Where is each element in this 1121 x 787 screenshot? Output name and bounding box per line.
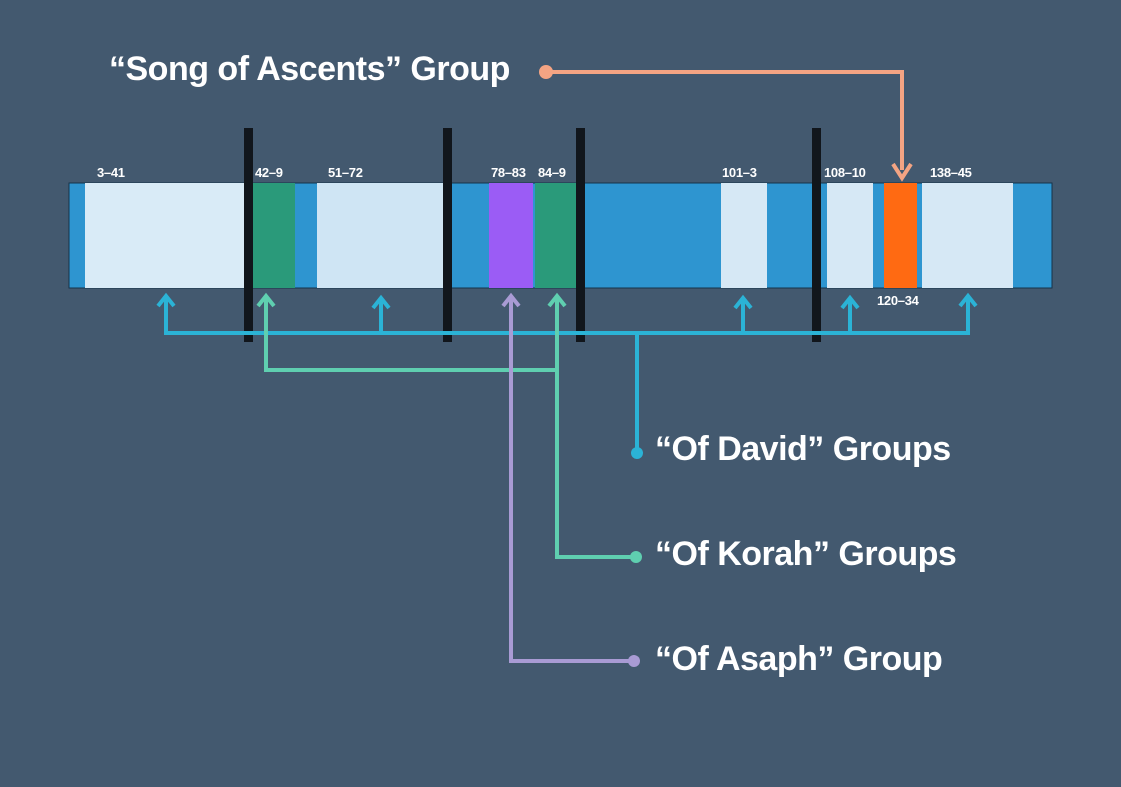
- segment-label-3-41: 3–41: [97, 165, 125, 180]
- segment-51-72: [317, 183, 444, 288]
- segment-label-42-9: 42–9: [255, 165, 283, 180]
- of-asaph-label: “Of Asaph” Group: [655, 640, 943, 678]
- book-divider: [443, 128, 452, 342]
- ascents-connector: [547, 70, 913, 182]
- korah-connector: [256, 292, 636, 559]
- segment-label-108-10: 108–10: [824, 165, 866, 180]
- segment-101-3: [721, 183, 767, 288]
- segment-label-78-83: 78–83: [491, 165, 526, 180]
- david-connector: [156, 292, 978, 453]
- segment-label-138-45: 138–45: [930, 165, 972, 180]
- segment-138-45: [922, 183, 1013, 288]
- korah-dot: [630, 551, 642, 563]
- of-korah-label: “Of Korah” Groups: [655, 535, 957, 573]
- david-dot: [631, 447, 643, 459]
- book-divider: [812, 128, 821, 342]
- ascents-dot: [539, 65, 553, 79]
- segment-84-9: [535, 183, 578, 288]
- segment-108-10: [827, 183, 873, 288]
- segment-3-41: [85, 183, 247, 288]
- of-david-label: “Of David” Groups: [655, 430, 951, 468]
- segment-120-34: [884, 183, 917, 288]
- segment-label-120-34: 120–34: [877, 293, 919, 308]
- song-of-ascents-label: “Song of Ascents” Group: [109, 50, 510, 88]
- segment-label-84-9: 84–9: [538, 165, 566, 180]
- book-divider: [576, 128, 585, 342]
- segment-78-83: [489, 183, 533, 288]
- book-divider: [244, 128, 253, 342]
- asaph-connector: [501, 292, 634, 663]
- asaph-dot: [628, 655, 640, 667]
- segment-label-51-72: 51–72: [328, 165, 363, 180]
- segment-42-9: [253, 183, 295, 288]
- segment-label-101-3: 101–3: [722, 165, 757, 180]
